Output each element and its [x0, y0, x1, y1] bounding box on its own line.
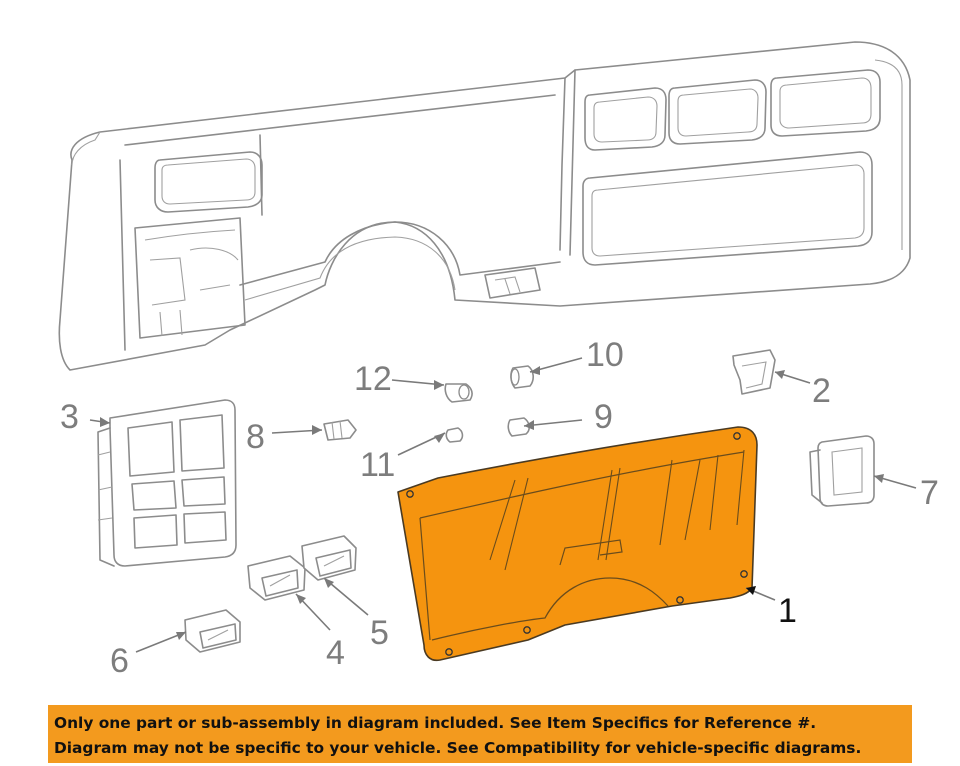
callout-10: 10: [586, 336, 624, 374]
callout-9: 9: [594, 398, 613, 436]
cluster-bezel-part: [397, 426, 758, 662]
bulb-9-part: [507, 417, 530, 437]
leader-lines: [89, 357, 917, 653]
callout-6: 6: [110, 642, 129, 680]
callout-11: 11: [360, 446, 395, 484]
switch-4-part: [247, 555, 306, 601]
arrowhead-1: [746, 586, 756, 595]
callout-5: 5: [370, 614, 389, 652]
bulb-10-part: [510, 365, 534, 389]
disclaimer-line-2: Diagram may not be specific to your vehi…: [54, 739, 862, 757]
callout-3: 3: [60, 398, 79, 436]
disclaimer-banner: Only one part or sub-assembly in diagram…: [48, 705, 912, 763]
callout-7: 7: [920, 474, 939, 512]
socket-8-part: [323, 419, 357, 441]
callout-1: 1: [778, 592, 797, 630]
callout-12: 12: [354, 360, 392, 398]
callout-8: 8: [246, 418, 265, 456]
callout-4: 4: [326, 634, 345, 672]
instrument-panel-outline: [58, 41, 911, 371]
socket-12-part: [444, 383, 473, 403]
bulb-11-part: [445, 427, 464, 443]
switch-6-part: [184, 609, 241, 653]
switch-block-part: [809, 435, 875, 507]
disclaimer-line-1: Only one part or sub-assembly in diagram…: [54, 714, 817, 732]
switch-panel-part: [97, 399, 237, 567]
callout-numbers: 1 2 3 4 5 6 7 8 9 10 11 12: [60, 336, 939, 680]
bracket-part: [732, 349, 776, 395]
switch-5-part: [301, 535, 357, 581]
callout-2: 2: [812, 372, 831, 410]
parts-diagram: 1 2 3 4 5 6 7 8 9 10 11 12: [58, 41, 939, 680]
